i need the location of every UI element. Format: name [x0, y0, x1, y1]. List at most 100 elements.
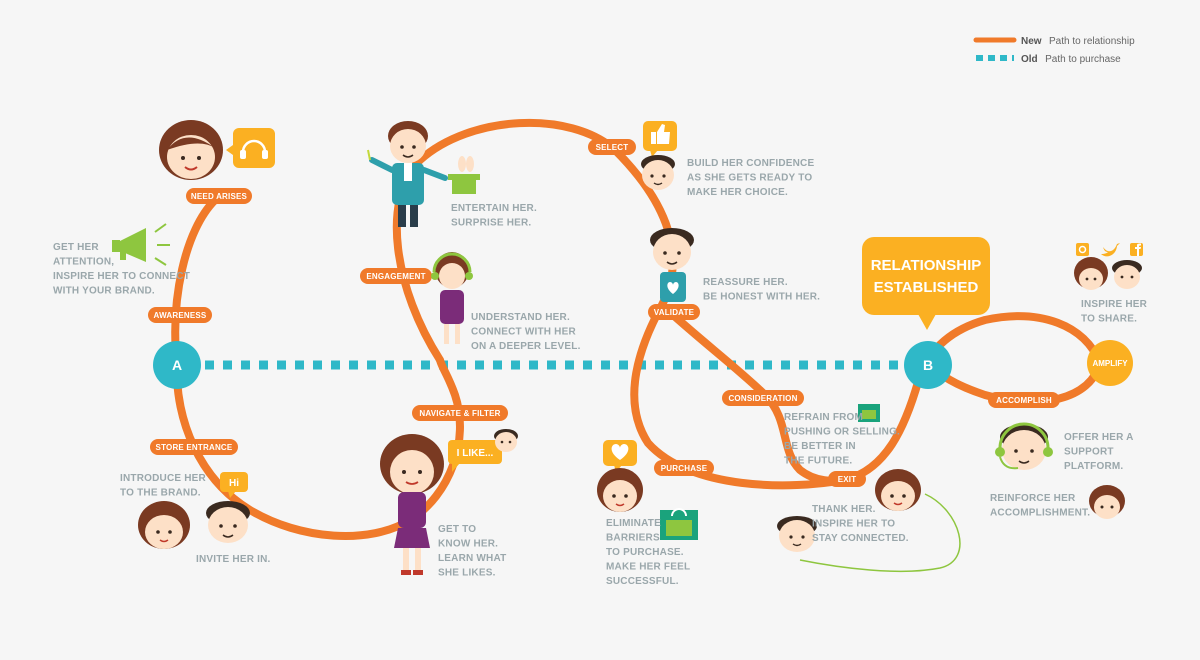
- stage-engagement: ENGAGEMENT: [360, 268, 432, 284]
- note-get-to-know: GET TO KNOW HER. LEARN WHAT SHE LIKES.: [438, 524, 506, 579]
- note-line: LEARN WHAT: [438, 553, 506, 564]
- headphones-icon: [226, 128, 275, 168]
- note-line: GET TO: [438, 524, 476, 535]
- note-line: KNOW HER.: [438, 539, 498, 550]
- legend-new-rest: Path to relationship: [1049, 36, 1135, 47]
- note-invite: INVITE HER IN.: [196, 554, 270, 565]
- note-line: TO PURCHASE.: [606, 547, 684, 558]
- woman-face-eliminate: [597, 468, 643, 512]
- stage-purchase-label: PURCHASE: [661, 464, 708, 473]
- man-face-connected: [777, 516, 817, 552]
- stage-navigate-filter: NAVIGATE & FILTER: [412, 405, 508, 421]
- note-line: SHE LIKES.: [438, 568, 496, 579]
- woman-character-get-to-know: [380, 434, 444, 575]
- note-line: GET HER: [53, 242, 99, 253]
- note-line: INSPIRE HER TO CONNECT: [53, 271, 190, 282]
- stage-consideration-label: CONSIDERATION: [728, 394, 797, 403]
- man-face-build-confidence: [641, 155, 675, 190]
- note-line: INSPIRE HER: [1081, 299, 1148, 310]
- twitter-icon: [1101, 243, 1120, 257]
- new-path-validate-branch: [658, 301, 849, 485]
- new-path: [171, 118, 1105, 541]
- stage-select-label: SELECT: [596, 143, 629, 152]
- woman-face-introduce: [138, 501, 190, 549]
- note-line: ENTERTAIN HER.: [451, 203, 537, 214]
- node-b: B: [904, 341, 952, 389]
- hi-bubble: Hi: [220, 472, 248, 498]
- note-line: PUSHING OR SELLING.: [784, 427, 900, 438]
- note-line: THANK HER.: [812, 504, 876, 515]
- note-entertain: ENTERTAIN HER.SURPRISE HER.: [451, 203, 537, 229]
- callout-line-2: ESTABLISHED: [874, 279, 979, 296]
- note-line: MAKE HER CHOICE.: [687, 187, 788, 198]
- heart-icon: [603, 440, 637, 472]
- stage-purchase: PURCHASE: [654, 460, 714, 476]
- woman-face-reinforce: [1089, 485, 1125, 519]
- man-face-i-like: [494, 429, 518, 452]
- stage-need-arises-label: NEED ARISES: [191, 192, 248, 201]
- note-line: ON A DEEPER LEVEL.: [471, 341, 581, 352]
- facebook-icon: [1130, 243, 1143, 256]
- man-character-support: [995, 422, 1053, 470]
- note-line: UNDERSTAND HER.: [471, 312, 570, 323]
- stage-navigate-filter-label: NAVIGATE & FILTER: [419, 409, 500, 418]
- note-line: TO THE BRAND.: [120, 488, 201, 499]
- stage-exit: EXIT: [828, 471, 866, 487]
- man-character-entertain: [367, 121, 448, 227]
- note-line: INVITE HER IN.: [196, 554, 270, 565]
- stage-awareness-label: AWARENESS: [154, 311, 207, 320]
- relationship-callout: RELATIONSHIP ESTABLISHED: [862, 237, 990, 330]
- stage-awareness: AWARENESS: [148, 307, 212, 323]
- stage-validate: VALIDATE: [648, 304, 700, 320]
- note-line: TO SHARE.: [1081, 314, 1137, 325]
- note-line: PLATFORM.: [1064, 461, 1123, 472]
- note-line: INSPIRE HER TO: [812, 519, 895, 530]
- note-inspire-share: INSPIRE HER TO SHARE.: [1081, 299, 1148, 325]
- thumbs-up-icon: [643, 121, 677, 157]
- stage-consideration: CONSIDERATION: [722, 390, 804, 406]
- stage-select: SELECT: [588, 139, 636, 155]
- new-path-a-lower: [172, 356, 464, 541]
- node-a-label: A: [172, 357, 182, 373]
- note-line: BARRIERS: [606, 533, 660, 544]
- note-line: REFRAIN FROM: [784, 412, 863, 423]
- stage-engagement-label: ENGAGEMENT: [366, 272, 425, 281]
- woman-character-understand: [431, 252, 473, 344]
- man-face-share: [1112, 260, 1142, 289]
- woman-character-need: [159, 120, 223, 180]
- instagram-icon: [1076, 243, 1089, 256]
- stage-validate-label: VALIDATE: [654, 308, 695, 317]
- note-line: SUPPORT: [1064, 447, 1114, 458]
- note-line: BUILD HER CONFIDENCE: [687, 158, 814, 169]
- legend-new-bold: New: [1021, 36, 1042, 47]
- stage-exit-label: EXIT: [838, 475, 857, 484]
- stage-accomplish-label: ACCOMPLISH: [996, 396, 1052, 405]
- note-line: SUCCESSFUL.: [606, 576, 679, 587]
- note-line: THE FUTURE.: [784, 456, 852, 467]
- legend-new-label: New Path to relationship: [1021, 31, 1135, 48]
- note-line: REASSURE HER.: [703, 277, 788, 288]
- legend-old-rest: Path to purchase: [1045, 54, 1121, 65]
- i-like-bubble: I LIKE...: [448, 440, 502, 472]
- note-reassure: REASSURE HER. BE HONEST WITH HER.: [703, 277, 820, 303]
- stage-store-entrance-label: STORE ENTRANCE: [156, 443, 233, 452]
- legend-old-bold: Old: [1021, 54, 1038, 65]
- note-line: BE HONEST WITH HER.: [703, 292, 820, 303]
- note-line: ATTENTION,: [53, 257, 114, 268]
- stage-accomplish: ACCOMPLISH: [988, 392, 1060, 408]
- node-amplify-label: AMPLIFY: [1092, 359, 1128, 368]
- node-b-label: B: [923, 357, 933, 373]
- i-like-bubble-text: I LIKE...: [457, 448, 494, 459]
- note-line: ACCOMPLISHMENT.: [990, 508, 1090, 519]
- note-refrain: REFRAIN FROM PUSHING OR SELLING. BE BETTER…: [784, 412, 900, 467]
- note-line: BE BETTER IN: [784, 441, 856, 452]
